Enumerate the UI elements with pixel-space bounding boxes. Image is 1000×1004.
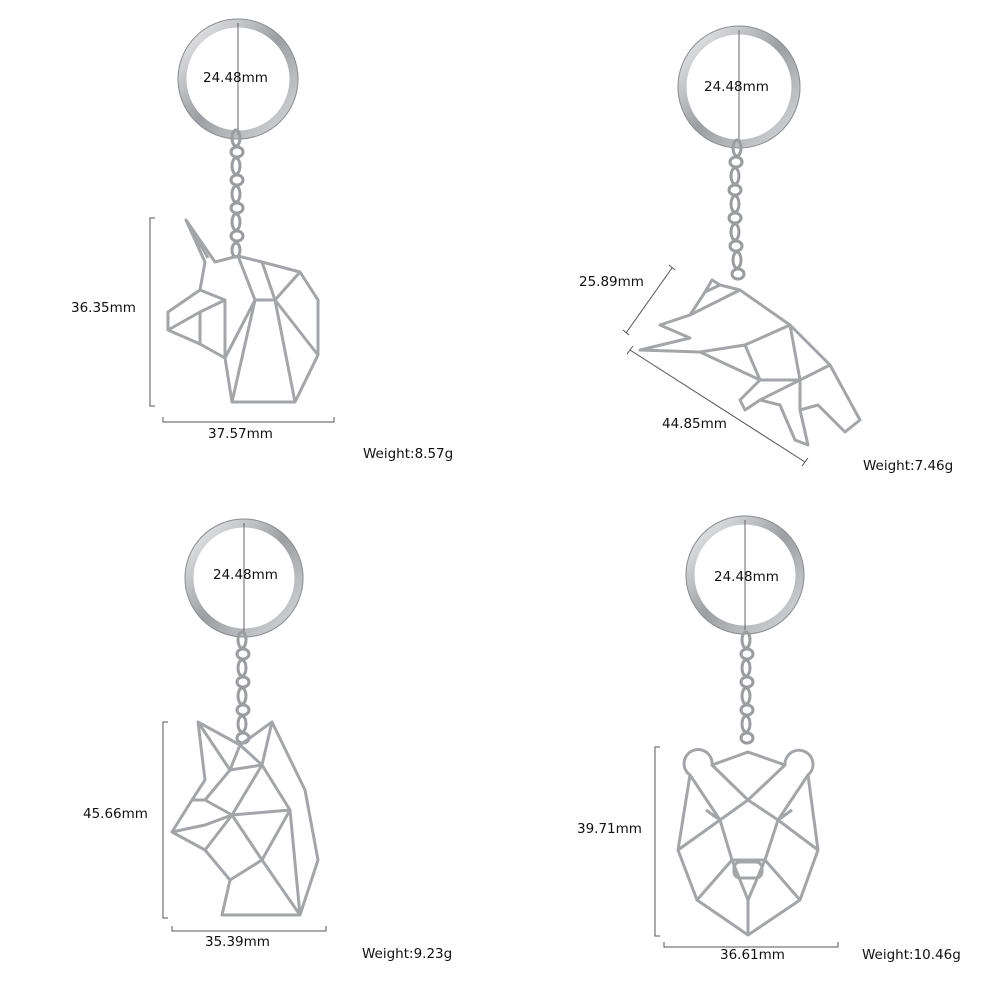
weight-label: Weight:8.57g [363, 446, 454, 462]
ring-diameter-label: 24.48mm [203, 70, 268, 86]
bear-keychain [654, 515, 839, 948]
chain [235, 630, 251, 745]
chain [229, 128, 245, 259]
weight-label: Weight:10.46g [862, 947, 961, 963]
ring-diameter-label: 24.48mm [714, 569, 779, 585]
width-dimension-line [663, 942, 839, 948]
height-dimension-line [162, 721, 168, 919]
ring-diameter-label: 24.48mm [213, 567, 278, 583]
width-label: 35.39mm [205, 934, 270, 950]
width-label: 44.85mm [662, 416, 727, 432]
weight-label: Weight:9.23g [362, 946, 453, 962]
wolf-pendant [170, 720, 320, 917]
wolf-keychain [162, 518, 327, 932]
chain [727, 138, 746, 281]
width-label: 37.57mm [208, 426, 273, 442]
height-dimension-line [149, 217, 155, 407]
weight-label: Weight:7.46g [863, 458, 954, 474]
height-label: 39.71mm [577, 821, 642, 837]
width-dimension-line [629, 349, 806, 463]
fox-pendant [638, 278, 862, 447]
height-label: 45.66mm [83, 806, 148, 822]
width-dimension-line [162, 417, 335, 423]
chain [739, 630, 755, 745]
height-dimension-line [654, 746, 660, 937]
height-dimension-line [625, 267, 673, 334]
bear-pendant [676, 748, 820, 937]
ring-diameter-label: 24.48mm [704, 79, 769, 95]
height-label: 36.35mm [71, 300, 136, 316]
width-dimension-line [171, 926, 327, 932]
height-label: 25.89mm [579, 274, 644, 290]
fox-keychain [622, 25, 862, 467]
unicorn-pendant [166, 218, 320, 404]
width-label: 36.61mm [720, 947, 785, 963]
unicorn-keychain [149, 18, 335, 423]
